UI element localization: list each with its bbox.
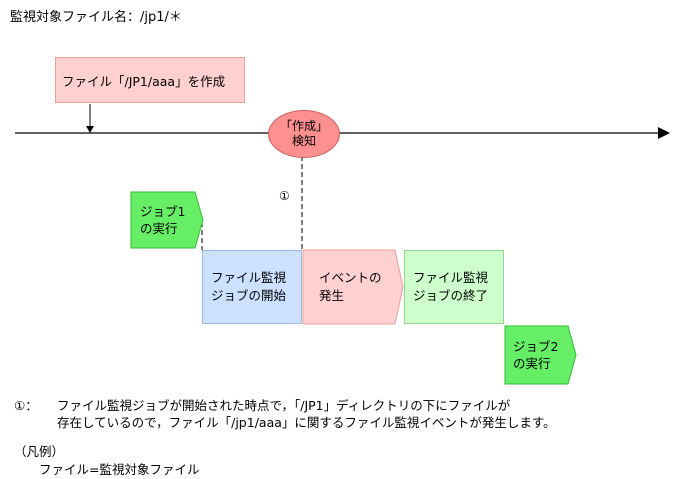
job2-label: ジョブ2 の実行 — [513, 338, 558, 372]
note-line2: 存在しているので，ファイル「/jp1/aaa」に関するファイル監視イベントが発生… — [57, 415, 556, 430]
event-line1: イベントの — [319, 270, 382, 285]
detect-line1: 「作成」 — [279, 119, 328, 133]
job1-label: ジョブ1 の実行 — [140, 203, 185, 237]
job-end-line1: ファイル監視 — [413, 270, 489, 285]
legend-body: ファイル=監視対象ファイル — [39, 462, 200, 477]
timeline-arrowhead — [658, 127, 670, 139]
note-body: ファイル監視ジョブが開始された時点で，「/JP1」ディレクトリの下にファイルが … — [57, 397, 657, 431]
file-op-arrowhead — [86, 126, 94, 133]
event-line2: 発生 — [319, 288, 345, 303]
job-start-line1: ファイル監視 — [211, 270, 287, 285]
job2-line1: ジョブ2 — [513, 339, 559, 354]
legend-title: （凡例） — [14, 444, 65, 459]
note-line1: ファイル監視ジョブが開始された時点で，「/JP1」ディレクトリの下にファイルが — [57, 398, 511, 413]
event-shape — [302, 249, 404, 325]
create-file-label: ファイル「/JP1/aaa」を作成 — [62, 73, 226, 89]
detect-line2: 検知 — [291, 134, 316, 148]
event-box: イベントの 発生 — [303, 250, 403, 324]
job1-tag-shape — [130, 191, 204, 249]
monitored-file-title: 監視対象ファイル名：/jp1/＊ — [10, 10, 182, 25]
job2-tag-shape — [504, 325, 577, 385]
job-end-line2: ジョブの終了 — [413, 288, 489, 303]
job2-line2: の実行 — [513, 356, 551, 371]
job1-line1: ジョブ1 — [140, 204, 186, 219]
job-end-box: ファイル監視 ジョブの終了 — [404, 250, 504, 324]
detect-ellipse: 「作成」 検知 — [268, 110, 340, 158]
job-start-line2: ジョブの開始 — [211, 288, 287, 303]
create-file-box: ファイル「/JP1/aaa」を作成 — [55, 57, 245, 103]
marker-circle-1: ① — [279, 189, 290, 203]
note-mark: ①： — [14, 398, 38, 413]
job1-line2: の実行 — [140, 221, 178, 236]
job-start-box: ファイル監視 ジョブの開始 — [202, 250, 302, 324]
